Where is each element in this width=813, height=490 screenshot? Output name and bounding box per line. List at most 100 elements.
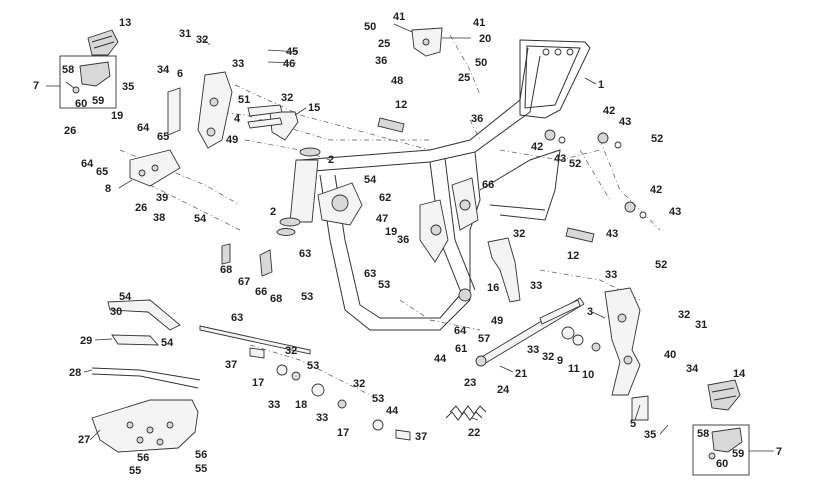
- rubber-pad-upper: [377, 117, 405, 133]
- callout-17a: 17: [252, 377, 264, 389]
- rubber-pad-lower: [565, 227, 595, 243]
- callout-54d: 54: [161, 337, 174, 349]
- callout-5: 5: [630, 418, 636, 430]
- callout-50b: 50: [475, 57, 487, 69]
- callout-55a: 55: [129, 465, 141, 477]
- callout-26b: 26: [135, 202, 147, 214]
- callout-24: 24: [497, 384, 510, 396]
- callout-53c: 53: [307, 360, 319, 372]
- callout-64c: 64: [454, 325, 467, 337]
- callout-9: 9: [557, 355, 563, 367]
- callout-53a: 53: [301, 291, 313, 303]
- callout-49a: 49: [226, 134, 238, 146]
- callout-54b: 54: [194, 213, 207, 225]
- callout-27: 27: [78, 434, 90, 446]
- callout-32g: 32: [678, 309, 690, 321]
- callout-40: 40: [664, 349, 676, 361]
- callout-2b: 2: [270, 206, 276, 218]
- engine-mount-bracket: [167, 71, 233, 149]
- callout-13: 13: [119, 17, 131, 29]
- callout-67: 67: [238, 276, 250, 288]
- callout-4: 4: [234, 113, 241, 125]
- leader-lines: [46, 23, 774, 452]
- callout-53d: 53: [372, 393, 384, 405]
- callout-21: 21: [515, 368, 527, 380]
- callout-64b: 64: [81, 158, 94, 170]
- callout-36a: 36: [375, 55, 387, 67]
- callout-64a: 64: [137, 122, 150, 134]
- callout-7a: 7: [33, 80, 39, 92]
- callout-14: 14: [733, 368, 746, 380]
- callout-48: 48: [391, 75, 403, 87]
- callout-22: 22: [468, 427, 480, 439]
- callout-59b: 59: [732, 448, 744, 460]
- callout-33f: 33: [527, 344, 539, 356]
- main-frame: [299, 39, 591, 331]
- callout-61: 61: [455, 343, 467, 355]
- callout-44a: 44: [434, 353, 447, 365]
- footpeg-14: [707, 379, 741, 411]
- callout-17b: 17: [337, 427, 349, 439]
- callout-36c: 36: [397, 234, 409, 246]
- callout-37b: 37: [415, 431, 427, 443]
- brace-28: [91, 367, 201, 389]
- callout-2a: 2: [328, 154, 334, 166]
- callout-52b: 52: [569, 158, 581, 170]
- callout-65a: 65: [157, 131, 169, 143]
- callout-3: 3: [587, 306, 593, 318]
- callout-33a: 33: [232, 58, 244, 70]
- callout-60a: 60: [75, 98, 87, 110]
- callout-59a: 59: [92, 95, 104, 107]
- spring-22: [445, 405, 487, 421]
- callout-53b: 53: [378, 279, 390, 291]
- callout-labels: 1 2 2 3 4 5 6 7 7 8 9 10 11 12 12 13 14 …: [33, 11, 782, 477]
- pivot-spacers: [561, 326, 601, 352]
- callout-56a: 56: [137, 452, 149, 464]
- inset-box-left: [59, 55, 117, 109]
- steering-head: [276, 147, 321, 236]
- callout-54a: 54: [364, 174, 377, 186]
- callout-12a: 12: [395, 99, 407, 111]
- callout-30: 30: [110, 306, 122, 318]
- callout-34b: 34: [686, 363, 699, 375]
- callout-43d: 43: [606, 228, 618, 240]
- callout-33d: 33: [268, 399, 280, 411]
- callout-33c: 33: [605, 269, 617, 281]
- lower-mount-stack: [249, 347, 411, 441]
- callout-54c: 54: [119, 291, 132, 303]
- callout-1: 1: [598, 79, 604, 91]
- callout-19b: 19: [385, 226, 397, 238]
- callout-62: 62: [379, 192, 391, 204]
- callout-25b: 25: [458, 72, 470, 84]
- callout-31a: 31: [179, 28, 191, 40]
- callout-46: 46: [283, 58, 295, 70]
- callout-42c: 42: [650, 184, 662, 196]
- callout-49b: 49: [491, 315, 503, 327]
- inset-box-right: [692, 424, 750, 476]
- callout-7b: 7: [776, 446, 782, 458]
- callout-32f: 32: [542, 351, 554, 363]
- callout-52a: 52: [651, 133, 663, 145]
- callout-42b: 42: [531, 141, 543, 153]
- callout-41a: 41: [393, 11, 405, 23]
- callout-32c: 32: [513, 228, 525, 240]
- callout-36b: 36: [471, 113, 483, 125]
- callout-65b: 65: [96, 166, 108, 178]
- bracket-15: [247, 104, 299, 141]
- callout-10: 10: [582, 369, 594, 381]
- callout-60b: 60: [716, 458, 728, 470]
- callout-20: 20: [479, 33, 491, 45]
- left-footpeg-bracket: [129, 149, 181, 187]
- callout-50a: 50: [364, 21, 376, 33]
- callout-44b: 44: [386, 405, 399, 417]
- callout-56b: 56: [195, 449, 207, 461]
- callout-58a: 58: [62, 64, 74, 76]
- callout-33e: 33: [316, 412, 328, 424]
- callout-63a: 63: [299, 248, 311, 260]
- callout-51: 51: [238, 94, 250, 106]
- callout-68b: 68: [270, 293, 282, 305]
- callout-57: 57: [478, 333, 490, 345]
- callout-34a: 34: [157, 64, 170, 76]
- callout-11: 11: [568, 363, 580, 375]
- callout-41b: 41: [473, 17, 485, 29]
